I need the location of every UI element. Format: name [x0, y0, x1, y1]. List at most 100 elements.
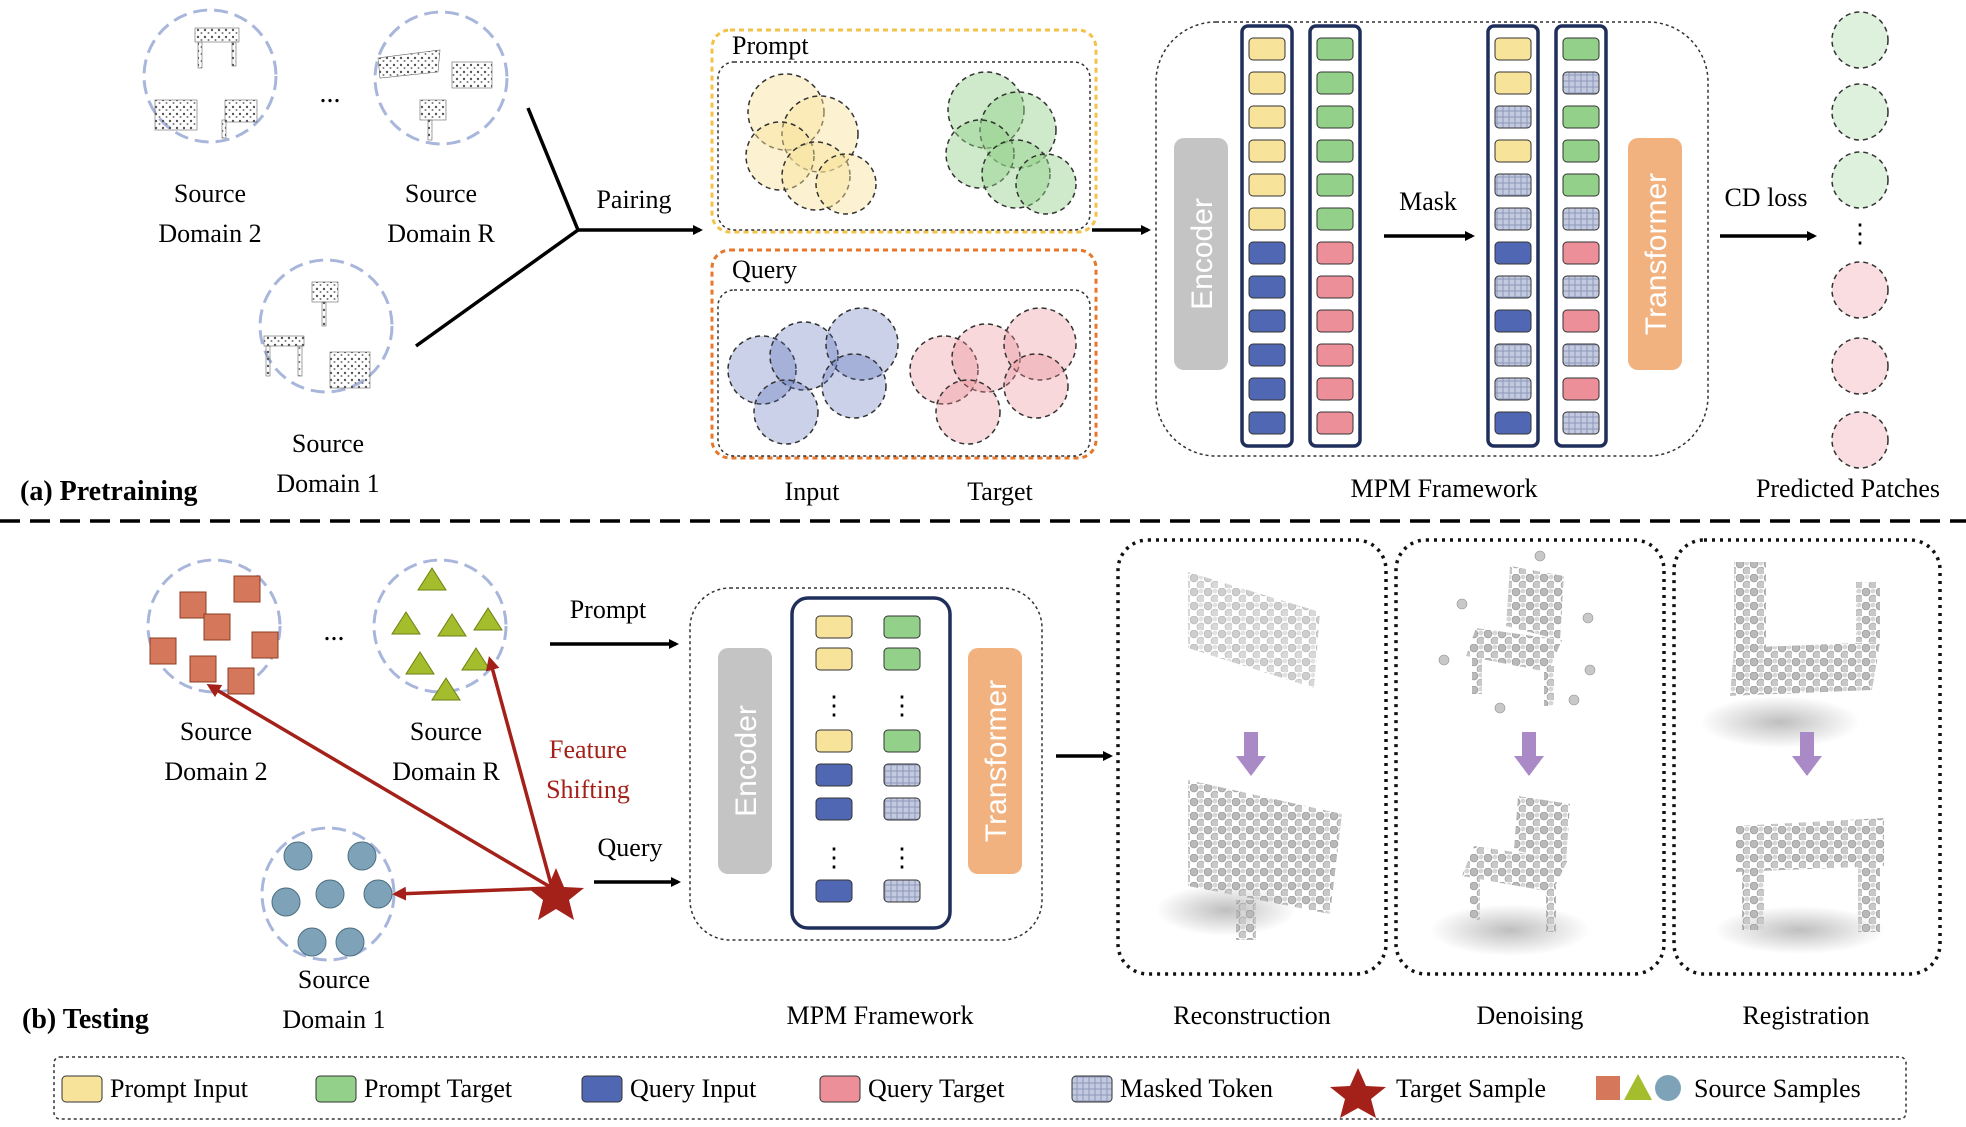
token: [1494, 241, 1532, 265]
noisy-chair: [1506, 566, 1564, 640]
target-label: Target: [967, 477, 1033, 506]
top-token-column-target: [1308, 24, 1362, 448]
vertical-ellipsis: ⋮: [889, 843, 915, 872]
token: [1494, 71, 1532, 95]
pretraining-section-label: (a) Pretraining: [20, 476, 198, 507]
token: [1494, 37, 1532, 61]
clean-chair: [1514, 796, 1570, 862]
down-arrow-shaft: [1244, 732, 1258, 758]
token: [1316, 173, 1354, 197]
token: [1316, 139, 1354, 163]
source-squares: [149, 575, 279, 695]
token: [1562, 139, 1600, 163]
top-transformer-block: [1628, 138, 1682, 370]
token: [1248, 37, 1286, 61]
token: [1494, 139, 1532, 163]
token: [1316, 309, 1354, 333]
token: [1248, 173, 1286, 197]
masked-token: [1494, 105, 1532, 129]
masked-token: [883, 879, 921, 903]
masked-token: [1562, 411, 1600, 435]
legend: Prompt Input Prompt Target Query Input Q…: [53, 1056, 1907, 1120]
top-encoder-block: [1174, 138, 1228, 370]
top-framework-box: [1155, 21, 1709, 457]
token: [1248, 343, 1286, 367]
token: [1316, 105, 1354, 129]
down-arrow-icon: [1792, 756, 1822, 776]
registration-label: Registration: [1742, 1001, 1869, 1030]
top-encoder-label: Encoder: [1186, 198, 1219, 310]
bottom-transformer-label: Transformer: [980, 680, 1013, 842]
token: [1562, 105, 1600, 129]
token: [1248, 275, 1286, 299]
dense-pointcloud: [1188, 780, 1342, 914]
target-sample-star: [528, 868, 584, 920]
top-transformer-label: Transformer: [1640, 173, 1673, 335]
top-domain-1-line1: Source: [292, 429, 364, 458]
chair-pointcloud-icon: [154, 27, 258, 139]
down-arrow-icon: [1514, 756, 1544, 776]
furniture-pointcloud-icon: [263, 281, 371, 389]
reconstruction-panel: [1116, 538, 1388, 976]
masked-token: [1494, 173, 1532, 197]
token: [815, 763, 853, 787]
prompt-group-box: [710, 28, 1098, 234]
top-ellipsis: ...: [320, 78, 341, 109]
token: [1248, 377, 1286, 401]
bottom-source-domain-r: [372, 558, 508, 701]
token: [1562, 173, 1600, 197]
legend-masked-token: Masked Token: [1120, 1074, 1273, 1103]
bottom-domain-2-line2: Domain 2: [164, 757, 267, 786]
token: [883, 729, 921, 753]
token: [1316, 241, 1354, 265]
source-dots: [271, 841, 393, 957]
token: [815, 615, 853, 639]
predicted-patch-5: [1831, 337, 1889, 395]
legend-triangle-icon: [1624, 1074, 1652, 1100]
token: [1316, 37, 1354, 61]
bottom-framework-label: MPM Framework: [786, 1001, 973, 1030]
masked-token: [883, 763, 921, 787]
bottom-encoder-label: Encoder: [730, 705, 763, 817]
legend-swatch-prompt-target: [315, 1075, 357, 1103]
prompt-inner-box: [717, 61, 1091, 231]
feature-shift-line1: Feature: [549, 735, 627, 764]
legend-swatch-query-input: [581, 1075, 623, 1103]
prompt-input-patches: [745, 73, 877, 215]
query-group-box: [710, 248, 1098, 460]
reconstruction-label: Reconstruction: [1173, 1001, 1330, 1030]
legend-prompt-target: Prompt Target: [364, 1074, 513, 1103]
top-source-domain-1: [258, 258, 394, 394]
token: [1248, 105, 1286, 129]
token: [1562, 241, 1600, 265]
masked-token: [1494, 275, 1532, 299]
top-domain-1-line2: Domain 1: [276, 469, 379, 498]
mask-label: Mask: [1399, 187, 1457, 216]
masked-token: [1494, 377, 1532, 401]
token: [1248, 71, 1286, 95]
predicted-patch-2: [1831, 83, 1889, 141]
legend-source-samples: Source Samples: [1694, 1074, 1861, 1103]
token: [1316, 71, 1354, 95]
top-masked-column-input: [1486, 24, 1540, 448]
query-box-label: Query: [732, 255, 797, 284]
legend-swatch-masked-token: [1071, 1075, 1113, 1103]
legend-swatch-prompt-input: [61, 1075, 103, 1103]
misaligned-part-b: [1856, 582, 1880, 642]
token: [1562, 377, 1600, 401]
token: [1248, 207, 1286, 231]
feature-shift-arrows: [206, 656, 554, 901]
down-arrow-icon: [1236, 756, 1266, 776]
token: [883, 615, 921, 639]
legend-square-icon: [1596, 1076, 1620, 1100]
vertical-ellipsis: ⋮: [821, 843, 847, 872]
input-label: Input: [785, 477, 841, 506]
top-tokens: [1248, 37, 1600, 435]
masked-token: [1562, 275, 1600, 299]
bottom-encoder-block: [718, 648, 772, 874]
bottom-source-domain-2: [146, 558, 282, 695]
token: [815, 879, 853, 903]
token: [1316, 377, 1354, 401]
legend-circle-icon: [1655, 1075, 1681, 1101]
top-masked-column-target: [1554, 24, 1608, 448]
